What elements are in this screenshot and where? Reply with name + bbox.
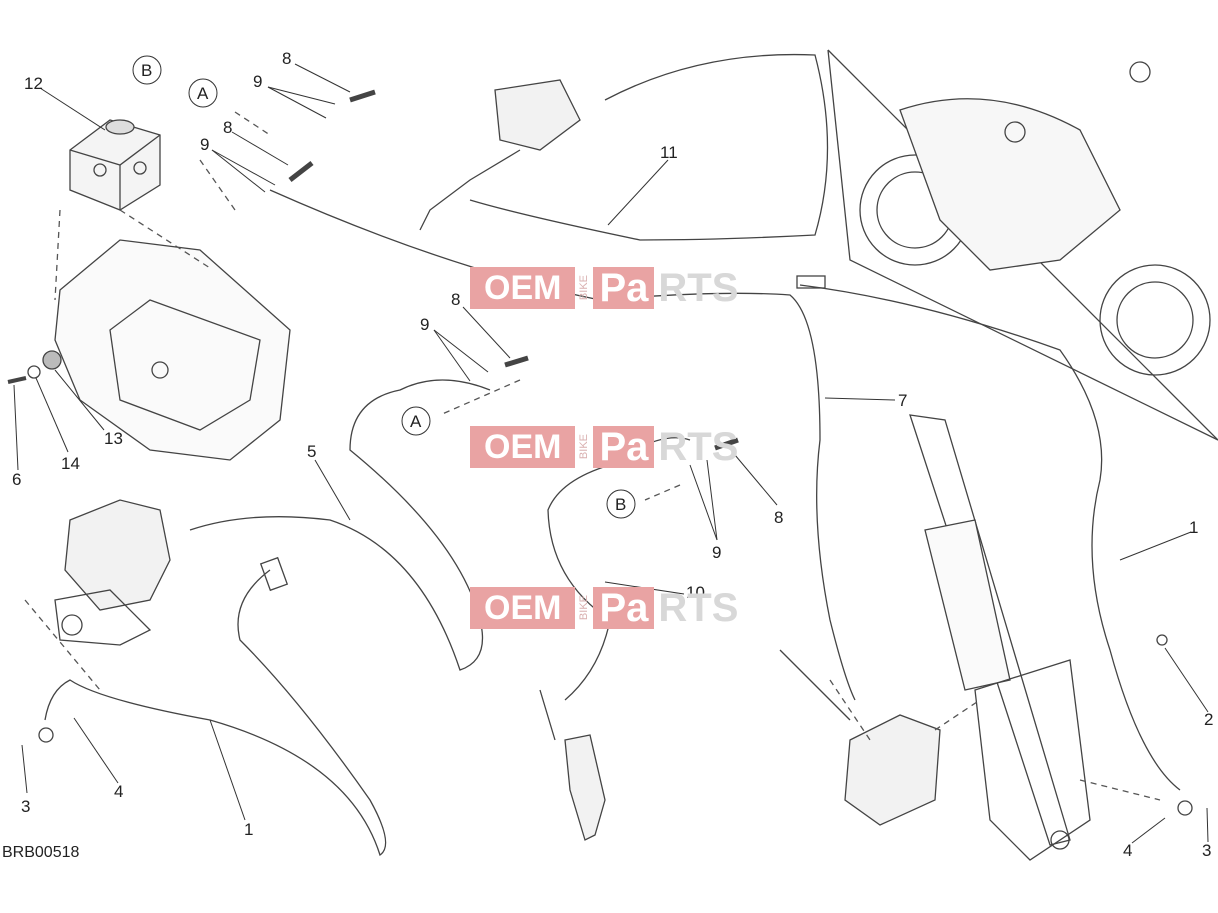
callout-13: 13 [104,429,123,448]
svg-text:B: B [141,61,152,80]
svg-text:A: A [410,412,422,431]
sensor-cable-1-front [799,284,1181,791]
front-fork [909,414,1091,861]
connector-b-mid: B [606,489,636,519]
clip-2 [1156,634,1168,646]
svg-text:A: A [197,84,209,103]
callout-3-rear: 3 [21,797,30,816]
callout-7: 7 [898,391,907,410]
connector-b-top: B [132,55,162,85]
screw-6 [7,376,27,384]
callout-14: 14 [61,454,80,473]
diagram-code: BRB00518 [2,844,80,861]
banjo-bolt-8b [288,161,314,182]
callout-5: 5 [307,442,316,461]
rear-speed-sensor [259,556,289,592]
front-speed-sensor [796,275,826,289]
callout-2: 2 [1204,710,1213,729]
sensor-clamp-rear [38,727,54,743]
banjo-bolt-8a [349,89,376,103]
banjo-bolt-8d [714,437,739,451]
dashed-guides [24,111,1161,801]
callout-11: 11 [660,143,678,162]
line-10 [547,437,691,701]
callout-3-front: 3 [1202,841,1211,860]
callout-1-front: 1 [1189,518,1198,537]
connector-a-mid: A [401,406,431,436]
callout-4-front: 4 [1123,841,1132,860]
callout-8d: 8 [774,508,783,527]
svg-text:B: B [615,495,626,514]
front-master-cylinder [419,79,581,231]
spacer-13 [42,350,62,370]
rear-master-cylinder [539,689,606,841]
callout-8a: 8 [282,49,291,68]
callout-12: 12 [24,74,43,93]
callout-8c: 8 [451,290,460,309]
banjo-bolt-8c [504,355,529,368]
abs-bracket [54,239,291,461]
callout-9a: 9 [253,72,262,91]
abs-unit [69,119,161,211]
callout-9c: 9 [420,315,429,334]
rear-caliper [54,499,171,646]
motorcycle-overview [827,49,1218,441]
washer-14 [27,365,41,379]
callout-4-rear: 4 [114,782,123,801]
callout-8b: 8 [223,118,232,137]
sensor-cable-1-rear [44,569,387,857]
callout-10: 10 [686,583,705,602]
sensor-clamp-front [1177,800,1193,816]
callout-9d: 9 [712,543,721,562]
front-caliper [779,649,941,826]
callout-9b: 9 [200,135,209,154]
callout-6: 6 [12,470,21,489]
connector-a-top: A [188,78,218,108]
line-11 [469,53,829,241]
callout-1-rear: 1 [244,820,253,839]
